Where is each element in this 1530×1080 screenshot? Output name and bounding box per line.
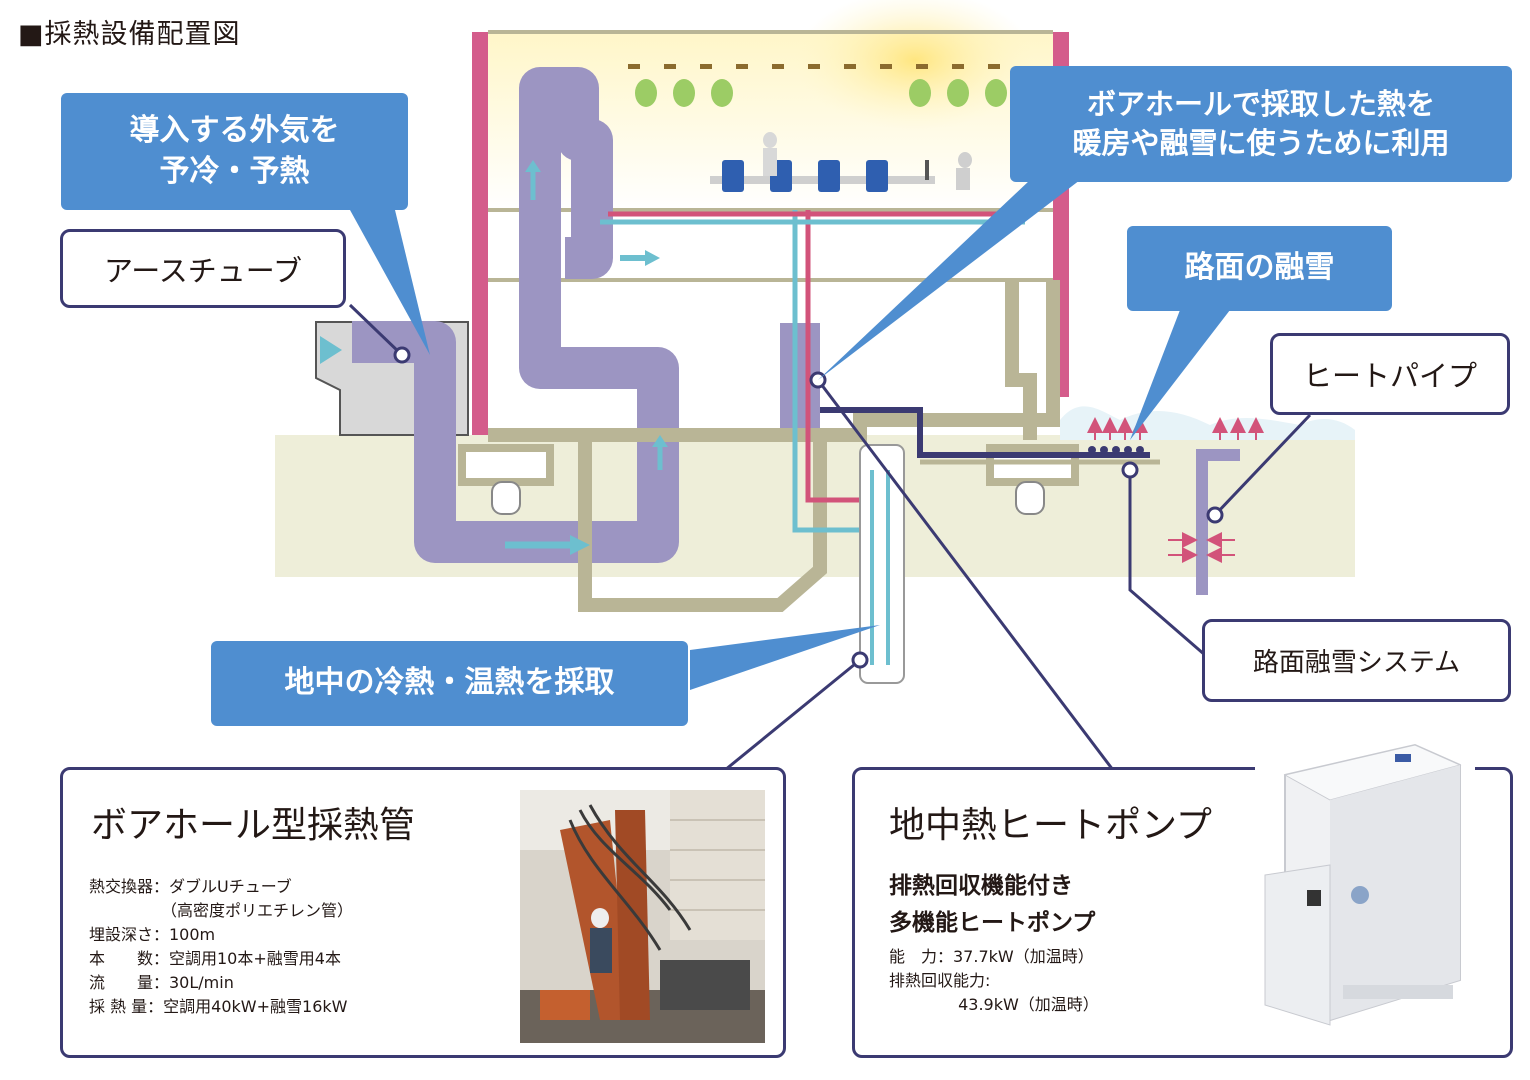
heatpump-spec-line: 排熱回収能力: (889, 971, 991, 990)
heat-pump-photo (1255, 740, 1475, 1042)
borehole-use-callout: ボアホールで採取した熱を 暖房や融雪に使うために利用 (1010, 66, 1512, 182)
pile-right (1015, 481, 1045, 515)
pile-left (491, 481, 521, 515)
heat-pipe-label: ヒートパイプ (1270, 333, 1510, 415)
heatpump-spec-line: 能 力：37.7kW（加温時） (889, 947, 1094, 966)
page-title: ■採熱設備配置図 (18, 19, 241, 50)
heatpump-specs: 能 力：37.7kW（加温時） 排熱回収能力: 43.9kW（加温時） (889, 945, 1099, 1017)
heat-pipe (1196, 449, 1240, 595)
borehole-panel: ボアホール型採熱管 熱交換器：ダブルUチューブ （高密度ポリエチレン管） 埋設深… (60, 767, 786, 1058)
callout-pointers (350, 180, 1230, 690)
borehole-spec-line: （高密度ポリエチレン管） (89, 901, 354, 920)
borehole-spec-line: 熱交換器：ダブルUチューブ (89, 877, 292, 896)
airflow-arrows (263, 160, 668, 555)
borehole-spec-line: 埋設深さ：100m (89, 925, 216, 944)
road-snow-callout: 路面の融雪 (1127, 226, 1392, 311)
heat-pipe-arrows (1168, 532, 1235, 563)
borehole-spec-line: 本 数：空調用10本+融雪用4本 (89, 949, 341, 968)
footing-left (458, 444, 554, 486)
drilling-rig-photo (520, 790, 765, 1043)
borehole-heading: ボアホール型採熱管 (91, 805, 416, 846)
borehole-spec-line: 流 量：30L/min (89, 973, 234, 992)
earth-tube-label: アースチューブ (60, 229, 346, 308)
ground-collect-callout: 地中の冷熱・温熱を採取 (211, 641, 688, 726)
borehole (859, 444, 905, 684)
earth-tube-duct (352, 67, 679, 563)
heatpump-subtitle-2: 多機能ヒートポンプ (889, 910, 1096, 936)
indoor-plants (635, 79, 1007, 107)
road-heat-pipes (1088, 446, 1144, 454)
building-left-wall (472, 32, 488, 435)
intake-callout: 導入する外気を 予冷・予熱 (61, 93, 408, 210)
leader-lines (348, 303, 1312, 772)
heatpump-subtitle-1: 排熱回収機能付き (889, 873, 1073, 899)
borehole-pipes (870, 470, 890, 665)
earth-tube-outer-shape (352, 332, 410, 350)
snow-system-label: 路面融雪システム (1202, 619, 1511, 702)
leader-dots (393, 346, 1224, 669)
heatpump-spec-line: 43.9kW（加温時） (889, 995, 1099, 1014)
heatpump-heading: 地中熱ヒートポンプ (889, 805, 1212, 846)
basement-wall-right (1005, 280, 1037, 440)
road-heat-arrows (1087, 417, 1264, 440)
ceiling-lights (628, 64, 1000, 69)
borehole-specs: 熱交換器：ダブルUチューブ （高密度ポリエチレン管） 埋設深さ：100m 本 数… (89, 875, 353, 1019)
basement-outline (488, 280, 1060, 612)
borehole-spec-line: 採 熱 量：空調用40kW+融雪16kW (89, 997, 348, 1016)
office-furniture (710, 132, 972, 192)
